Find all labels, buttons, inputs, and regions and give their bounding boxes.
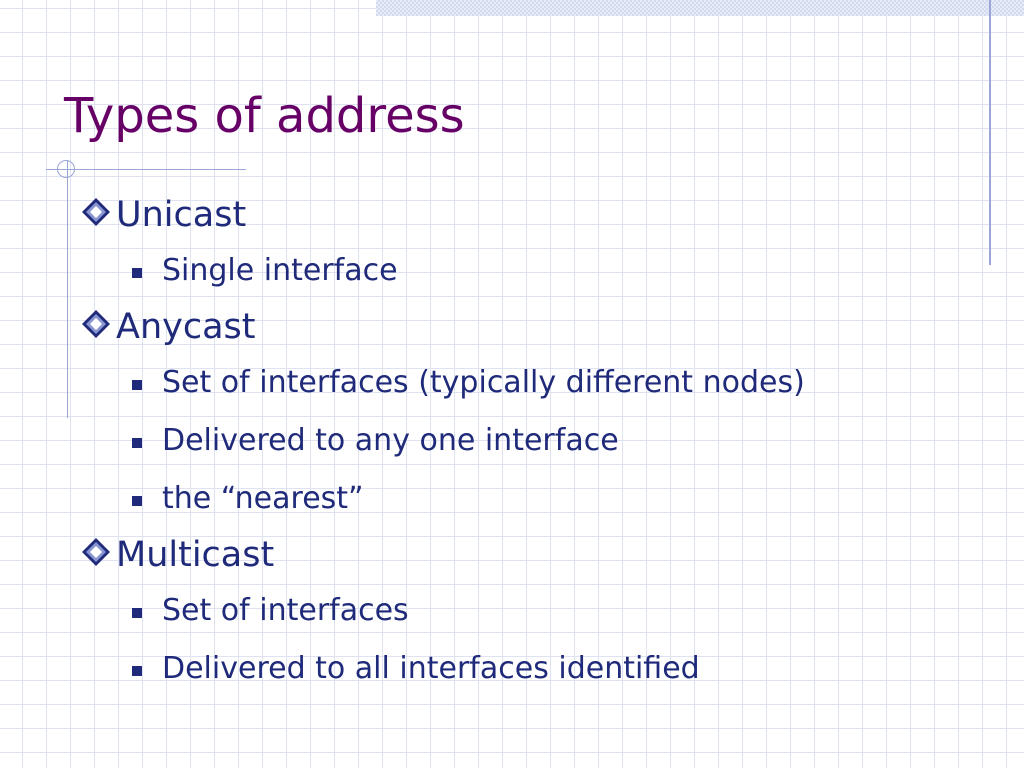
list-item-label: Anycast xyxy=(116,307,256,347)
right-vertical-rule xyxy=(989,0,991,265)
list-item-label: Unicast xyxy=(116,195,247,235)
sub-item: Set of interfaces xyxy=(78,581,998,639)
sub-item-label: the “nearest” xyxy=(162,480,364,516)
square-bullet-icon xyxy=(132,496,142,506)
sub-item: Set of interfaces (typically different n… xyxy=(78,353,998,411)
sub-item-label: Delivered to all interfaces identified xyxy=(162,650,700,686)
square-bullet-icon xyxy=(132,608,142,618)
list-item-anycast: Anycast xyxy=(78,301,998,353)
list-item-unicast: Unicast xyxy=(78,189,998,241)
list-item-multicast: Multicast xyxy=(78,529,998,581)
square-bullet-icon xyxy=(132,666,142,676)
sub-item-label: Set of interfaces xyxy=(162,592,409,628)
top-pattern-band xyxy=(376,0,1024,16)
diamond-bullet-icon xyxy=(82,198,110,226)
ring-ornament-icon xyxy=(57,160,75,178)
sub-item-label: Single interface xyxy=(162,252,398,288)
square-bullet-icon xyxy=(132,380,142,390)
list-item-label: Multicast xyxy=(116,535,275,575)
square-bullet-icon xyxy=(132,438,142,448)
sub-item: Single interface xyxy=(78,241,998,299)
sub-item: the “nearest” xyxy=(78,469,998,527)
left-vertical-rule xyxy=(67,160,68,418)
diamond-bullet-icon xyxy=(82,310,110,338)
square-bullet-icon xyxy=(132,268,142,278)
title-underline-rule xyxy=(46,169,246,170)
diamond-bullet-icon xyxy=(82,538,110,566)
sub-item: Delivered to any one interface xyxy=(78,411,998,469)
sub-item: Delivered to all interfaces identified xyxy=(78,639,998,697)
bullet-list: Unicast Single interface Anycast Set of … xyxy=(78,187,998,697)
sub-item-label: Set of interfaces (typically different n… xyxy=(162,364,805,400)
sub-item-label: Delivered to any one interface xyxy=(162,422,619,458)
slide-title: Types of address xyxy=(64,88,465,144)
